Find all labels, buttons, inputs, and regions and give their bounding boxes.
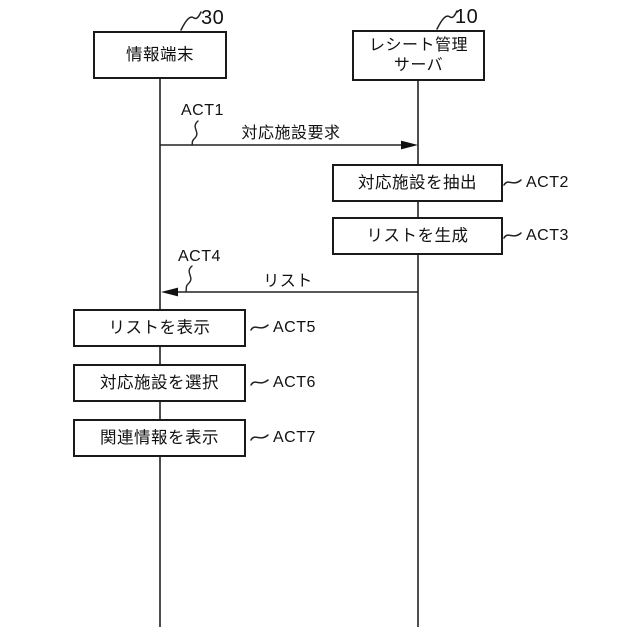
ref-num-30: 30 [201,7,225,29]
act4-leader-squiggle [185,265,193,292]
actor-server-name-line1: レシート管理 [368,36,468,54]
actor-terminal-name: 情報端末 [126,45,194,64]
step-act5-text: リストを表示 [108,318,211,337]
actor-server-name-line2: サーバ [393,56,444,74]
act3-label-text: ACT3 [526,227,569,244]
act7-label-text: ACT7 [273,429,316,446]
act4-label: ACT4 [178,248,221,265]
step-act7-text: 関連情報を表示 [100,428,219,447]
act4-arrowhead [161,287,178,297]
act5-label: ACT5 [250,318,316,338]
act3-tilde-connector [503,232,522,239]
step-box-act3: リストを生成 [332,217,503,255]
actor-box-terminal: 情報端末 [93,31,227,79]
act4-message-text: リスト [263,273,313,290]
act6-label-text: ACT6 [273,374,316,391]
actor-box-server: レシート管理 サーバ [352,30,485,81]
act5-tilde-connector [250,324,269,331]
step-box-act7: 関連情報を表示 [73,419,246,457]
ref-num-10: 10 [455,6,479,28]
act1-arrowhead [401,140,418,150]
act1-leader-squiggle [191,120,199,146]
act6-label: ACT6 [250,373,316,393]
step-box-act6: 対応施設を選択 [73,364,246,402]
act4-message-arrow [161,287,418,297]
act2-label-text: ACT2 [526,174,569,191]
ref-30-connector-line [180,11,202,31]
act7-label: ACT7 [250,428,316,448]
act2-label: ACT2 [503,173,569,193]
step-box-act5: リストを表示 [73,309,246,347]
act1-label: ACT1 [181,102,224,119]
ref-10-connector-line [436,10,458,30]
act1-message-arrow [160,140,418,150]
act2-tilde-connector [503,179,522,186]
act1-message-text: 対応施設要求 [241,125,341,142]
act5-label-text: ACT5 [273,319,316,336]
act6-tilde-connector [250,379,269,386]
step-act6-text: 対応施設を選択 [100,373,219,392]
step-box-act2: 対応施設を抽出 [332,164,503,202]
step-act2-text: 対応施設を抽出 [358,173,477,192]
act7-tilde-connector [250,434,269,441]
step-act3-text: リストを生成 [366,226,469,245]
act3-label: ACT3 [503,226,569,246]
